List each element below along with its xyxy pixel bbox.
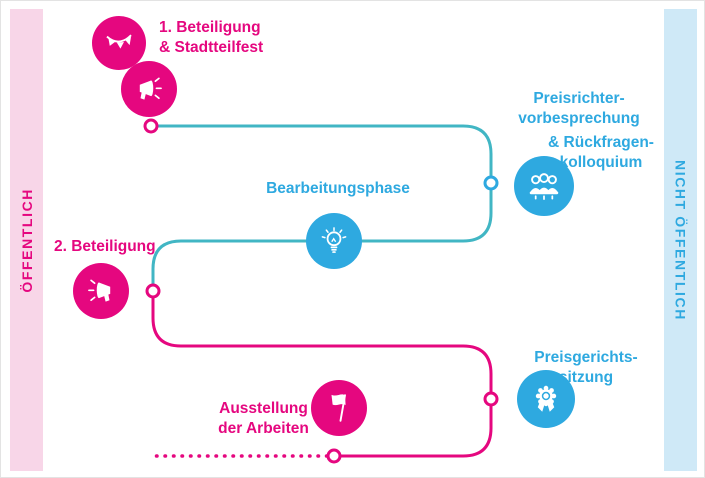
public-sidebar: ÖFFENTLICH	[10, 9, 43, 471]
preisrichter-label-line2: vorbesprechung	[518, 110, 640, 128]
bearbeitungsphase-label-text: Bearbeitungsphase	[266, 180, 410, 197]
phase1-connector	[151, 124, 493, 291]
rueckfragen-label: & Rückfragen- kolloquium	[521, 133, 681, 174]
timeline-node-3	[145, 283, 161, 299]
non-public-sidebar-label: NICHT ÖFFENTLICH	[672, 159, 689, 321]
phase2-connector	[151, 291, 493, 458]
idea-circle	[306, 213, 362, 269]
step2-label-text: 2. Beteiligung	[54, 238, 156, 255]
lightbulb-icon	[321, 227, 347, 253]
timeline-node-5	[326, 448, 342, 464]
ausstellung-label-line2: der Arbeiten	[218, 420, 309, 438]
flag-circle	[311, 380, 367, 436]
megaphone-icon	[88, 279, 111, 302]
preisgericht-label-line2: sitzung	[558, 369, 614, 387]
step1-label: 1. Beteiligung & Stadtteilfest	[159, 18, 263, 59]
step1-label-line1: 1. Beteiligung	[159, 19, 261, 36]
festival-circle	[92, 16, 146, 70]
ausstellung-label-line1: Ausstellung	[219, 400, 308, 417]
flag-icon	[331, 394, 346, 422]
preisgericht-label: Preisgerichts- sitzung	[506, 348, 666, 389]
timeline-node-4	[483, 391, 499, 407]
megaphone-circle-1	[121, 61, 177, 117]
step2-label: 2. Beteiligung	[54, 237, 156, 257]
preisrichter-label-line1: Preisrichter-	[533, 90, 625, 107]
timeline-node-1	[143, 118, 159, 134]
megaphone-icon	[139, 77, 162, 100]
award-circle	[517, 370, 575, 428]
megaphone-circle-2	[73, 263, 129, 319]
ausstellung-label: Ausstellung der Arbeiten	[181, 399, 346, 440]
preisgericht-label-line1: Preisgerichts-	[534, 349, 638, 366]
timeline-node-2	[483, 175, 499, 191]
award-icon	[535, 385, 557, 412]
rueckfragen-label-line2: kolloquium	[559, 154, 643, 172]
bearbeitungsphase-label: Bearbeitungsphase	[243, 179, 433, 199]
preisrichter-label: Preisrichter- vorbesprechung	[499, 89, 659, 130]
jury-icon	[529, 173, 559, 200]
bunting-icon	[106, 34, 132, 49]
non-public-sidebar: NICHT ÖFFENTLICH	[664, 9, 697, 471]
step1-label-line2: & Stadtteilfest	[159, 39, 264, 57]
jury-circle	[514, 156, 574, 216]
rueckfragen-label-line1: & Rückfragen-	[548, 134, 654, 151]
